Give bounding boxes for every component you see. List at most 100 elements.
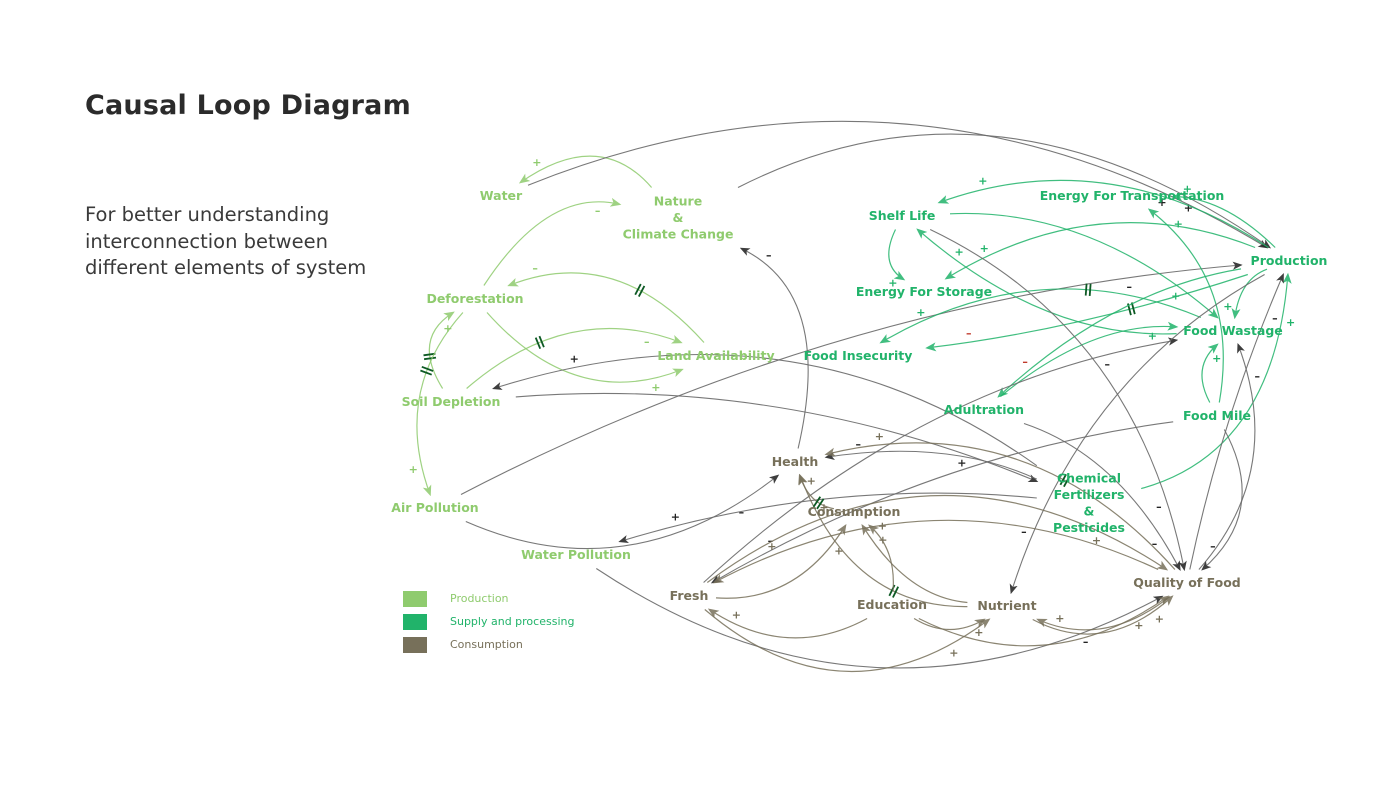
positive-polarity-sign: + <box>1148 330 1157 343</box>
node-label-line: Climate Change <box>623 227 734 242</box>
node-efs: Energy For Storage <box>856 284 992 299</box>
positive-polarity-sign: + <box>1155 612 1164 625</box>
edge-line <box>997 268 1242 398</box>
legend-label-supply: Supply and processing <box>450 615 575 628</box>
edge-chemical-to-health: – <box>824 438 1038 480</box>
delay-mark-icon <box>1084 283 1092 296</box>
node-label-line: Consumption <box>808 504 901 519</box>
edge-line <box>483 197 622 286</box>
delay-mark-icon <box>423 352 437 361</box>
edge-soil-to-deforestation: + <box>423 311 455 389</box>
negative-polarity-sign: – <box>766 249 772 262</box>
node-consumption: Consumption <box>808 504 901 519</box>
edge-line <box>824 442 1176 570</box>
edge-soil-to-chemical: + <box>515 392 1039 483</box>
edge-wastage-to-shelf: + <box>916 228 1177 335</box>
positive-polarity-sign: + <box>671 511 680 524</box>
negative-polarity-sign: – <box>1156 501 1162 514</box>
edge-education-to-nutrient: + <box>913 617 986 639</box>
edge-chemical-to-soil: + <box>492 352 1038 467</box>
positive-polarity-sign: + <box>878 520 887 533</box>
edge-line <box>1032 595 1174 635</box>
delay-mark-stroke <box>423 356 437 361</box>
delay-mark-stroke <box>816 498 825 510</box>
edge-fresh-to-nutrient: + <box>704 609 991 673</box>
edge-line <box>944 222 1256 280</box>
positive-polarity-sign: + <box>875 430 884 443</box>
edge-nutrient-to-consumption: + <box>861 523 968 604</box>
edge-nature-to-production: + <box>737 133 1272 249</box>
legend-label-consumption: Consumption <box>450 638 523 651</box>
negative-polarity-sign: – <box>1021 526 1027 539</box>
edge-line <box>527 120 1269 249</box>
negative-polarity-sign: – <box>1022 356 1028 369</box>
node-label-line: & <box>1084 503 1095 518</box>
edge-production-to-adultration: – <box>997 268 1242 398</box>
node-soil: Soil Depletion <box>402 394 501 409</box>
edge-deforestation-to-land: + <box>486 312 684 394</box>
legend: Production Supply and processing Consump… <box>403 587 574 656</box>
node-label-line: Quality of Food <box>1133 575 1241 590</box>
node-label-line: Nature <box>654 194 702 209</box>
edge-line <box>465 474 780 550</box>
node-insecurity: Food Insecurity <box>804 348 913 363</box>
delay-mark-stroke <box>1088 283 1092 296</box>
edge-foodmile-to-wastage: + <box>1201 343 1221 403</box>
edge-line <box>460 261 1243 495</box>
node-label-line: Air Pollution <box>391 500 478 515</box>
node-wastage: Food Wastage <box>1183 323 1283 338</box>
edge-foodmile-to-quality: – <box>1201 429 1243 571</box>
node-label-line: Shelf Life <box>869 208 936 223</box>
delay-mark-icon <box>634 283 646 298</box>
node-adultration: Adultration <box>944 402 1024 417</box>
positive-polarity-sign: + <box>878 534 887 547</box>
negative-polarity-sign: – <box>966 327 972 340</box>
edge-fresh-to-quality: + <box>706 494 1169 583</box>
node-air: Air Pollution <box>391 500 478 515</box>
edge-foodmile-to-fresh: – <box>710 421 1174 584</box>
node-label-line: Soil Depletion <box>402 394 501 409</box>
edge-line <box>868 524 894 592</box>
positive-polarity-sign: + <box>819 501 828 514</box>
delay-mark-stroke <box>534 337 542 350</box>
positive-polarity-sign: + <box>570 352 579 365</box>
edge-adultration-to-quality: – <box>1023 422 1181 571</box>
node-label-line: Energy For Storage <box>856 284 992 299</box>
node-nature: Nature&Climate Change <box>623 194 734 242</box>
edge-line <box>937 179 1269 249</box>
edge-line <box>798 473 835 510</box>
delay-mark-icon <box>534 335 545 350</box>
edge-line <box>507 272 705 343</box>
positive-polarity-sign: + <box>1174 217 1183 230</box>
edge-line <box>486 312 684 383</box>
positive-polarity-sign: + <box>957 457 966 470</box>
edge-chemical-to-waterpol: + <box>618 492 1037 544</box>
negative-polarity-sign: – <box>595 205 601 218</box>
edge-shelf-to-efs: + <box>888 229 906 289</box>
edge-education-to-consumption: + <box>868 520 894 592</box>
negative-polarity-sign: – <box>532 262 538 275</box>
delay-mark-stroke <box>812 496 822 508</box>
edge-chemical-to-production: + <box>1141 272 1295 490</box>
legend-swatch-production <box>403 590 427 607</box>
edge-quality-to-nutrient: + <box>1036 596 1171 631</box>
positive-polarity-sign: + <box>949 647 958 660</box>
edges-layer: +––++–+++––++–+++++++++––++++––––––––––+… <box>409 120 1295 673</box>
node-production: Production <box>1251 253 1328 268</box>
negative-polarity-sign: – <box>1272 312 1278 325</box>
delay-mark-stroke <box>420 369 433 376</box>
edge-line <box>518 155 653 188</box>
node-nutrient: Nutrient <box>977 598 1036 613</box>
edge-soil-to-land: – <box>466 327 683 389</box>
edge-line <box>737 133 1272 249</box>
negative-polarity-sign: – <box>1152 538 1158 551</box>
edge-line <box>704 609 991 673</box>
delay-mark-icon <box>1059 473 1071 488</box>
positive-polarity-sign: + <box>1092 534 1101 547</box>
delay-mark-icon <box>812 496 825 510</box>
edge-production-to-eft: + <box>1171 183 1276 248</box>
delay-mark-stroke <box>1059 473 1067 486</box>
